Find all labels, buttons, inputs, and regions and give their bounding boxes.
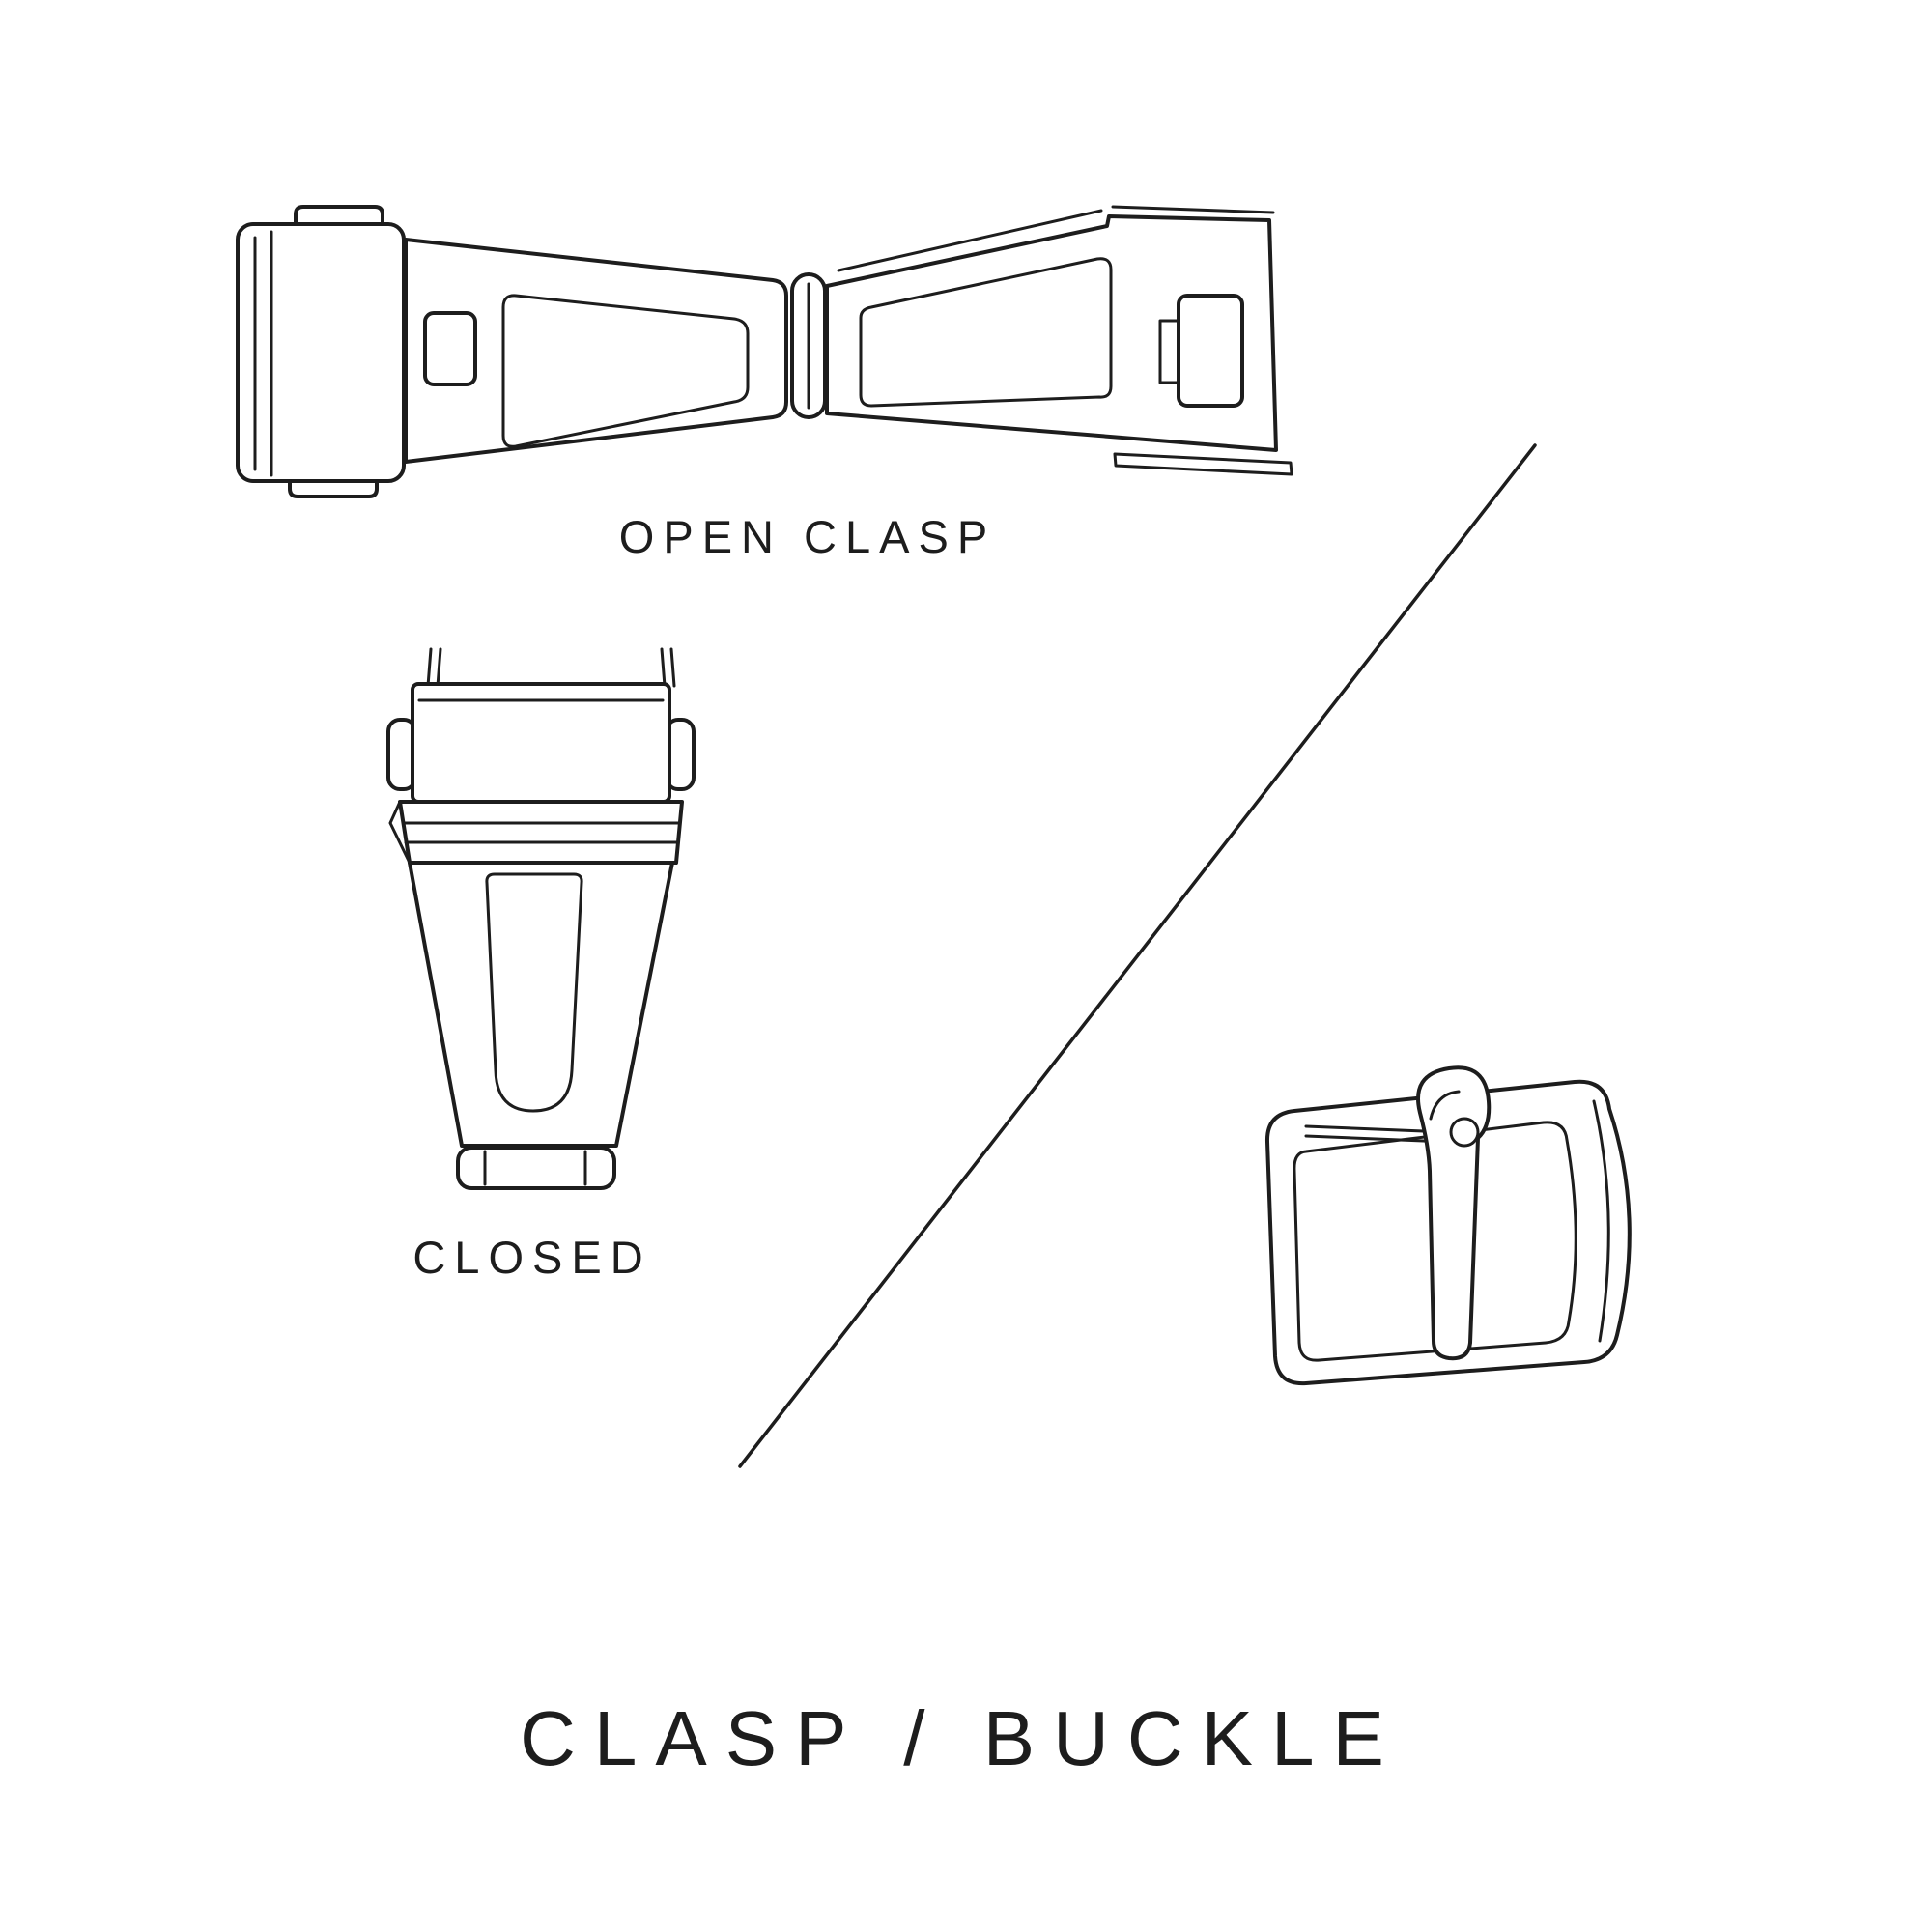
open-clasp-illustration [236,205,1293,498]
page-title: CLASP / BUCKLE [520,1695,1403,1781]
closed-clasp-illustration [386,647,696,1190]
closed-label: CLOSED [412,1232,652,1283]
open-clasp-label: OPEN CLASP [618,511,997,562]
pin-buckle-illustration [1264,1065,1632,1386]
diagonal-divider-line [738,443,1537,1468]
